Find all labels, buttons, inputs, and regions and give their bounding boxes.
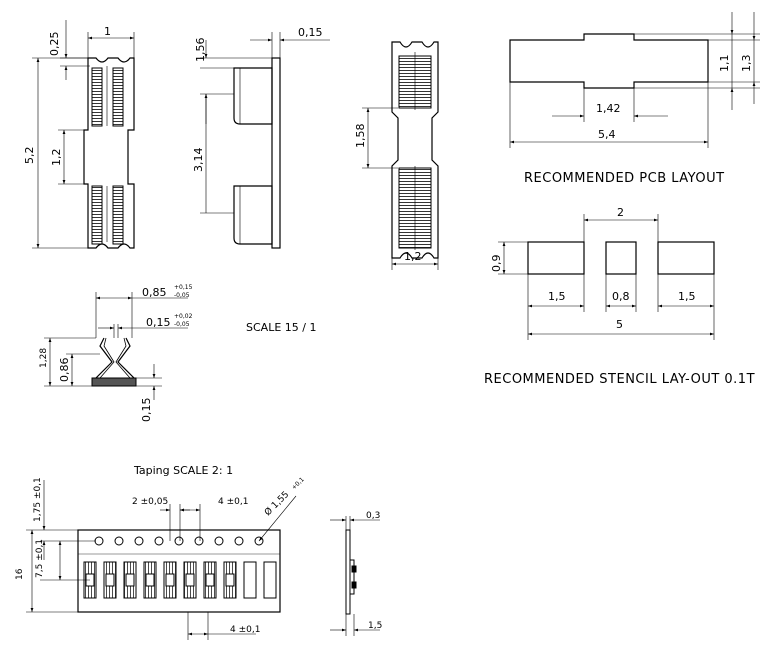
component-pocket (143, 561, 157, 599)
dim-stencil-w3: 1,5 (678, 290, 696, 303)
dim-pcb-h2: 1,3 (740, 55, 753, 73)
dim-profile-b-tol-dn: -0,05 (174, 321, 190, 328)
dim-profile-b-tol-up: +0,02 (174, 313, 193, 320)
dim-profile-a-tol-up: +0,15 (174, 284, 193, 291)
component-pocket (203, 561, 217, 599)
dim-tape-width: 16 (15, 568, 25, 580)
dim-back-mid: 1,58 (354, 124, 367, 149)
dim-stencil-gap: 2 (617, 206, 624, 219)
dim-tape-center: 7,5 ±0,1 (35, 539, 45, 578)
dim-tape-t1: 0,3 (366, 511, 380, 521)
labels: RECOMMENDED PCB LAYOUT RECOMMENDED STENC… (15, 25, 755, 635)
dim-front-height: 5,2 (23, 147, 36, 165)
taping-title: Taping SCALE 2: 1 (133, 464, 233, 477)
dim-tape-pitch-b: 4 ±0,1 (230, 625, 260, 635)
dim-tape-hole-dia: Ø 1,55 (262, 489, 291, 518)
dim-stencil-w1: 1,5 (548, 290, 566, 303)
dim-stencil-total: 5 (616, 318, 623, 331)
dim-profile-a-tol-dn: -0,05 (174, 292, 190, 299)
dim-profile-h2: 0,86 (58, 358, 71, 383)
dim-profile-b: 0,15 (146, 316, 171, 329)
dim-pcb-h1: 1,1 (718, 55, 731, 73)
stencil-layout-title: RECOMMENDED STENCIL LAY-OUT 0.1T (484, 372, 755, 387)
sprocket-hole (214, 536, 224, 546)
sprocket-hole (234, 536, 244, 546)
dim-stencil-height: 0,9 (490, 255, 503, 273)
back-view (362, 41, 439, 270)
dim-profile-t: 0,15 (140, 398, 153, 423)
dim-back-width: 1,2 (404, 250, 422, 263)
sprocket-hole (114, 536, 124, 546)
dim-pcb-total: 5,4 (598, 128, 616, 141)
dim-profile-h1: 1,28 (39, 348, 49, 368)
side-view (200, 32, 330, 249)
component-pocket (263, 561, 277, 599)
component-pocket (103, 561, 117, 599)
sprocket-hole (94, 536, 104, 546)
dim-tape-hole-tol: +0,1 (290, 476, 305, 491)
sprocket-hole (174, 536, 184, 546)
front-view (32, 20, 135, 249)
dim-side-a: 1,56 (194, 38, 207, 63)
dim-tape-pitch-a: 4 ±0,1 (218, 497, 248, 507)
component-pocket (243, 561, 257, 599)
stencil-layout (498, 214, 715, 340)
component-pocket (123, 561, 137, 599)
dim-tape-t2: 1,5 (368, 621, 382, 631)
scale-label: SCALE 15 / 1 (246, 321, 316, 334)
tape-top-view (26, 480, 297, 640)
dim-front-mid: 1,2 (50, 149, 63, 167)
dim-side-b: 0,15 (298, 26, 323, 39)
dim-tape-edge: 1,75 ±0,1 (33, 477, 43, 522)
dim-profile-a: 0,85 (142, 286, 167, 299)
dim-side-c: 3,14 (192, 148, 205, 173)
sprocket-hole (154, 536, 164, 546)
pcb-layout (509, 12, 760, 148)
component-pocket (223, 561, 237, 599)
dim-front-width: 1 (104, 25, 111, 38)
component-pocket (183, 561, 197, 599)
dim-pcb-mid: 1,42 (596, 102, 621, 115)
component-pocket (163, 561, 177, 599)
dim-front-top: 0,25 (48, 32, 61, 57)
sprocket-hole (134, 536, 144, 546)
tape-side-view (330, 516, 380, 636)
pcb-layout-title: RECOMMENDED PCB LAYOUT (524, 171, 725, 186)
dim-stencil-w2: 0,8 (612, 290, 630, 303)
profile-detail (44, 292, 188, 400)
sprocket-hole (194, 536, 204, 546)
dim-tape-hole-pitch: 2 ±0,05 (132, 497, 168, 507)
